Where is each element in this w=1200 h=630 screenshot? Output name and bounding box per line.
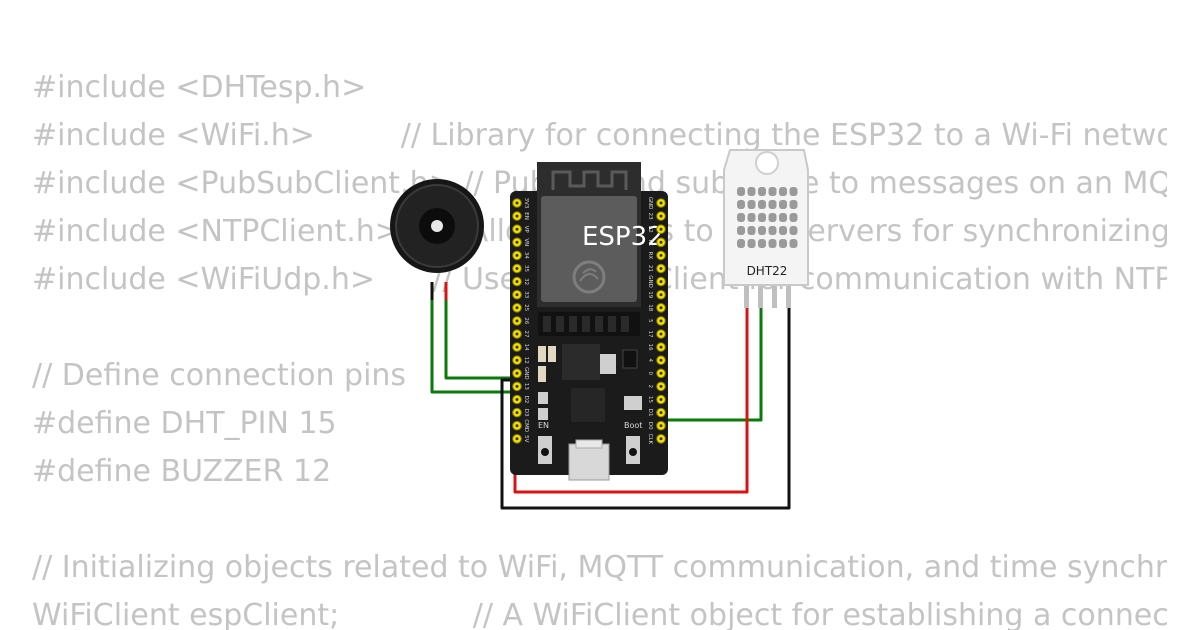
left-pin-label: 25 [523, 304, 529, 311]
left-pin-label: CMD [523, 419, 529, 432]
wire-buzzer-gnd [430, 282, 517, 394]
micro-usb-port [568, 443, 610, 481]
esp32-module-shield [541, 196, 637, 302]
left-pin-label: EN [523, 212, 529, 220]
left-pin-label: 12 [523, 357, 529, 364]
right-pin-label: 23 [647, 213, 653, 220]
right-pin-label: CLK [647, 434, 653, 445]
usb-uart-chip [571, 388, 605, 422]
right-pin-label: 2 [647, 385, 653, 389]
dht22-label: DHT22 [747, 264, 788, 278]
right-pin-label: 19 [647, 291, 653, 298]
left-pin-label: 34 [523, 252, 529, 259]
left-pin-label: 33 [523, 291, 529, 298]
left-pin-label: 13 [523, 383, 529, 390]
left-pin-label: 3V3 [523, 198, 529, 209]
right-pin-label: 22 [647, 226, 653, 233]
left-pin-label: D3 [523, 409, 529, 417]
esp32-board[interactable]: ESP32 EN Boot 3V3ENVPVN34353233252627141… [510, 162, 668, 481]
right-pin-label: 21 [647, 265, 653, 272]
module-label: ESP32 [582, 222, 664, 252]
right-pin-label: GND [647, 275, 653, 288]
wire-dht-data [661, 305, 763, 422]
right-pin-label: D0 [647, 422, 653, 430]
wires [430, 282, 791, 510]
code-line: // Initializing objects related to WiFi,… [32, 550, 1167, 585]
code-line: // Define connection pins [32, 358, 407, 393]
right-pin-label: GND [647, 197, 653, 210]
code-background: #include <DHTesp.h> #include <WiFi.h> // … [32, 66, 1167, 630]
code-line: #include <WiFi.h> // Library for connect… [32, 118, 1167, 153]
code-line: WiFiClient espClient; // A WiFiClient ob… [32, 598, 1167, 630]
wire-dht-gnd [500, 305, 791, 510]
espressif-logo-icon [572, 260, 606, 294]
left-pin-label: 26 [523, 317, 529, 324]
right-pin-label: 15 [647, 396, 653, 403]
right-pin-label: 5 [647, 319, 653, 323]
left-pin-label: 32 [523, 278, 529, 285]
right-pin-label: 4 [647, 358, 653, 362]
dht22-grille [737, 187, 798, 248]
code-line: #define DHT_PIN 15 [32, 406, 337, 441]
right-pin-label: 17 [647, 331, 653, 338]
right-pin-label: D1 [647, 409, 653, 417]
dht22-sensor[interactable]: DHT22 [723, 149, 809, 308]
left-pin-label: D2 [523, 396, 529, 404]
boot-label: Boot [624, 421, 642, 430]
en-label: EN [538, 421, 549, 430]
left-pin-label: 14 [523, 344, 529, 351]
left-pin-label: 35 [523, 265, 529, 272]
right-pin-label: TX [647, 238, 653, 246]
right-pin-label: RX [647, 252, 653, 260]
left-pin-label: 5V [523, 435, 529, 442]
left-pin-label: VN [523, 238, 529, 246]
left-pin-label: 27 [523, 331, 529, 338]
right-pin-label: 16 [647, 344, 653, 351]
right-pin-label: 18 [647, 304, 653, 311]
left-pin-label: VP [523, 226, 529, 234]
code-line: #include <DHTesp.h> [32, 70, 367, 105]
wire-buzzer-signal [444, 282, 517, 380]
buzzer[interactable] [390, 179, 484, 273]
left-pin-label: GND [523, 367, 529, 380]
wire-dht-vcc [513, 305, 749, 494]
right-pin-label: 0 [647, 372, 653, 376]
code-line: #define BUZZER 12 [32, 454, 332, 489]
